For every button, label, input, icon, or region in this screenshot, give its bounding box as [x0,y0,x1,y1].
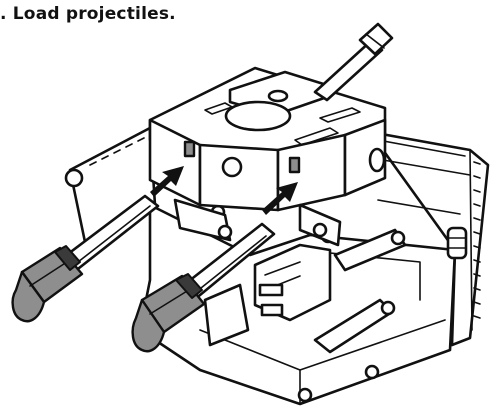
right-hinge [446,226,468,260]
step-caption: . Load projectiles. [0,4,176,24]
left-projectile [11,194,160,323]
left-projectile-slot [183,140,196,158]
right-projectile [131,222,276,353]
right-load-arrow [262,182,298,215]
left-load-arrow [150,166,184,197]
turret-body [148,118,387,212]
front-legs [173,198,342,247]
chassis-base [138,203,457,406]
main-cannon [313,22,394,102]
right-projectile-slot [288,156,301,174]
